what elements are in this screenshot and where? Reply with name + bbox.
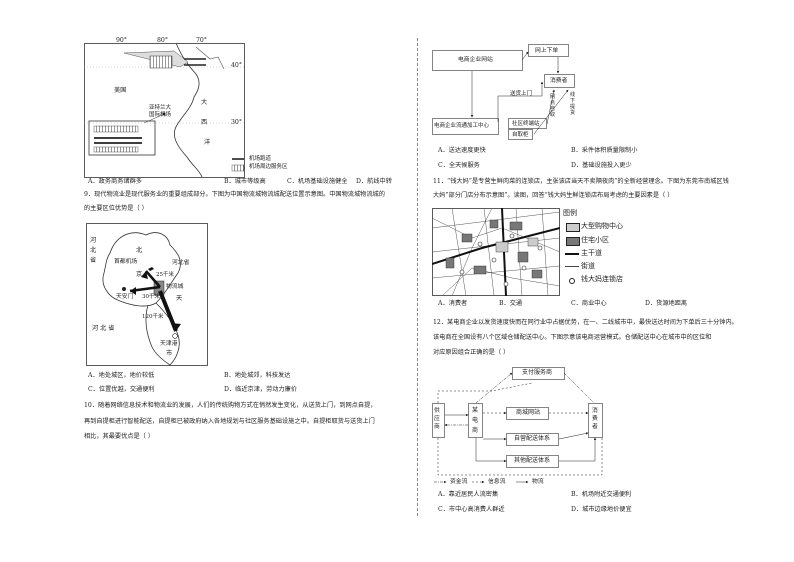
dist-30-label: 30千米 [142, 294, 160, 300]
legend-store-marker [569, 278, 575, 284]
city-label: 市 [166, 350, 173, 357]
mall-website-label: 商城网站 [516, 409, 541, 416]
operation-model-diagram: 支付服务商 供应商 某 电 商 商城网站 消费者 自营配送体系 其他配送体系 资… [432, 363, 632, 485]
tiananmen-label: 天安门 [116, 294, 134, 300]
q11-option-b: B．交通 [499, 300, 523, 307]
flow-pickup-2-label: 线下提货 [570, 92, 576, 116]
q11-stem-2: 大妈”部分门店分布示意图”。读图，回答“钱大妈生鲜连锁店布局考虑的主要因素是（ … [433, 192, 674, 199]
flow-cabinet-label: 自取柜 [512, 132, 529, 138]
ocean-label-2: 西 [201, 119, 208, 126]
flow-terminal-label: 社区终端站 [512, 121, 540, 127]
usa-label: 美国 [114, 87, 127, 94]
lat-30-label: 30° [231, 119, 242, 126]
ocean-label-3: 洋 [204, 139, 211, 146]
q12-option-b: B．机场附近交通便利 [571, 491, 632, 498]
column-divider [417, 38, 418, 516]
legend-info-label: 信息流 [488, 479, 506, 485]
consumer-label: 消费者 [592, 408, 598, 430]
q9-stem-1: 9．现代物流业是现代服务业的重要组成部分。下图为中国物流城物流城配送位置示意图。… [84, 191, 385, 198]
legend-runway-label: 机场跑道 [249, 156, 272, 162]
legend-street-label: 街道 [581, 262, 595, 270]
legend-service-label: 机场周边服务区 [249, 164, 288, 170]
lat-40-label: 40° [231, 62, 242, 69]
ocean-label-1: 大 [201, 99, 208, 106]
q11-stem-1: 11．“钱大妈”是专营生鲜肉菜的连锁店，主张该店当天不卖隔夜肉”的全新经营理念。… [433, 178, 729, 185]
legend-residential-swatch [566, 237, 580, 246]
q9-option-a: A．地处城区，地价较低 [88, 372, 155, 379]
q10-option-c: C．全天候服务 [438, 162, 480, 169]
legend-mall-label: 大型购物中心 [581, 222, 623, 230]
q12-stem-3: 对应原因组合正确的是（ ） [433, 349, 510, 356]
hebei-top-1: 河 [90, 237, 97, 244]
legend-title: 图例 [563, 209, 577, 217]
atlanta-airport-label: 亚特兰大 国际机场 [149, 105, 172, 118]
q12-option-d: D．城市边缘地价便宜 [571, 506, 632, 513]
q10-option-d: D．基础设施投入更少 [571, 162, 632, 169]
flow-pickup-1-label: 网点自取 [550, 94, 556, 118]
q10-stem-2: 再到自提柜进行智能配送，自提柜已被政府纳入各地规划与社区服务基础设施之中。自提柜… [84, 418, 375, 425]
flow-center-label: 电商企业流通加工中心 [434, 123, 490, 129]
q9-stem-2: 的主要区位优势是（ ） [84, 205, 148, 212]
ecommerce-label-3: 商 [472, 427, 479, 434]
self-delivery-label: 自营配送体系 [514, 435, 551, 442]
lon-80-label: 80° [157, 37, 168, 44]
dist-25-label: 25千米 [156, 272, 174, 278]
ecommerce-label-2: 电 [472, 417, 479, 424]
ecommerce-flow-diagram: 电商企业网站 网上下单 消费者 送货上门 电商企业流通加工中心 社区终端站 自取… [432, 42, 592, 142]
store-distribution-map [431, 207, 561, 297]
hebei-top-3: 省 [90, 257, 97, 264]
q8-option-a: A．政务商务诸群多 [88, 178, 142, 185]
q9-option-c: C．位置优越，交通便利 [88, 386, 155, 393]
q10-stem-3: 相比，其最要优点是（ ） [84, 433, 155, 440]
lon-70-label: 70° [196, 37, 207, 44]
beijing-label-2: 京 [136, 271, 143, 278]
legend-main-road-label: 主干道 [581, 249, 602, 257]
q9-option-b: B．地处城郊，科技发达 [224, 372, 291, 379]
flow-order-label: 网上下单 [535, 48, 559, 54]
q8-option-c: C．机场基础设施健全 [287, 178, 348, 185]
logistics-city-label: 物流城 [166, 284, 184, 290]
q12-option-c: C．市中心高消费人群近 [438, 506, 505, 513]
tianjin-label: 天 [176, 295, 183, 302]
legend-street-line [565, 266, 579, 267]
other-delivery-label: 其他配送体系 [514, 457, 551, 464]
map-legend: 图例 大型购物中心 住宅小区 主干道 街道 钱大妈连锁店 [563, 209, 673, 299]
hebei-top-2: 北 [90, 247, 97, 254]
legend-main-road-line [565, 253, 579, 255]
q12-stem-2: 该电商在全国设有八个区域仓储配送中心。下图示意该电商运营模式。仓储配送中心在城市… [433, 334, 712, 341]
q11-option-c: C．商业中心 [571, 300, 607, 307]
q12-stem-1: 12．某电商企业以发货速度快而在同行业中占据优势，在一、二线城市中，最快送达时间… [433, 319, 738, 326]
legend-residential-label: 住宅小区 [581, 236, 609, 244]
q10-stem-1: 10．随着网络信息技术和物流业的发展，人们的传统购物方式在悄然发生变化，从送货上… [84, 402, 377, 409]
supplier-label: 供应商 [434, 408, 440, 430]
atlanta-map: 90° 80° 70° 40° 30° 美国 亚特兰大 国际机场 大 西 洋 机… [84, 37, 288, 178]
q10-option-b: B．采件体积质量限制小 [571, 147, 638, 154]
legend-store-label: 钱大妈连锁店 [581, 275, 623, 283]
q10-option-a: A．送达速度更快 [438, 147, 486, 154]
hebei-prov-label: 河北省 [172, 260, 190, 266]
payment-provider-label: 支付服务商 [522, 369, 553, 376]
logistics-map: 河 北 省 北 京 首都机场 河北省 25千米 天安门 30千米 物流城 天 1… [86, 223, 208, 366]
flow-platform-label: 电商企业网站 [458, 57, 493, 63]
q11-option-d: D．货源地距离 [645, 300, 688, 307]
q9-option-d: D．临近京津，劳动力廉价 [224, 386, 298, 393]
hebei-bottom-label: 河 北 省 [92, 325, 115, 332]
q11-option-a: A．消费者 [438, 300, 468, 307]
legend-goods-label: 物流 [532, 479, 544, 485]
flow-consumer-label: 消费者 [550, 78, 568, 84]
legend-mall-swatch [566, 223, 580, 232]
tianjin-port-label: 天津港 [160, 341, 178, 347]
legend-fund-label: 资金流 [450, 479, 468, 485]
flow-delivery-label: 送货上门 [510, 91, 533, 97]
airport-label: 首都机场 [114, 259, 138, 265]
q8-option-d: D．航线中转 [356, 178, 392, 185]
q8-option-b: B．城市等级高 [224, 178, 266, 185]
lon-90-label: 90° [116, 37, 127, 44]
beijing-label-1: 北 [136, 247, 143, 254]
q12-option-a: A．靠近居民人流密集 [438, 491, 499, 498]
dist-120-label: 120千米 [142, 314, 164, 320]
ecommerce-label-1: 某 [472, 407, 479, 414]
